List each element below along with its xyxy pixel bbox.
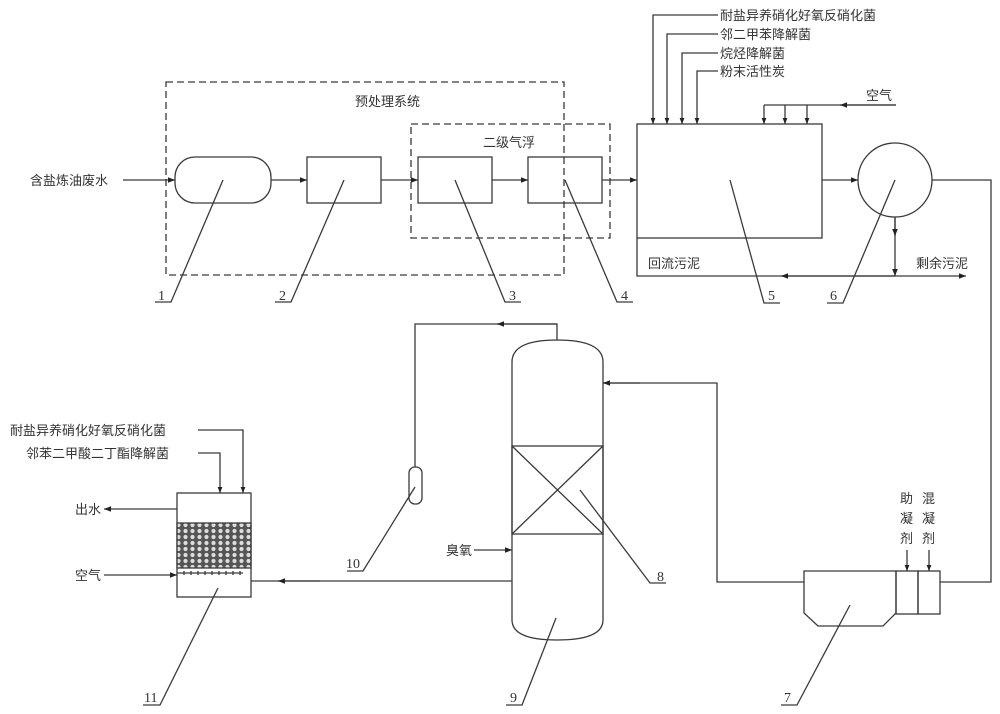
filter-additive-line-2 xyxy=(198,452,223,493)
svg-text:9: 9 xyxy=(510,691,517,706)
callout-1: 1 xyxy=(155,179,224,304)
callout-3: 3 xyxy=(454,179,521,304)
svg-text:8: 8 xyxy=(657,570,664,585)
air-top-label: 空气 xyxy=(866,88,892,104)
svg-text:1: 1 xyxy=(158,289,165,304)
callout-8: 8 xyxy=(579,489,666,585)
filter-media-layer xyxy=(176,522,252,569)
additive-label-2: 邻二甲苯降解菌 xyxy=(720,28,811,43)
callout-6: 6 xyxy=(827,179,896,304)
coagulant-char-3: 剂 xyxy=(922,532,935,547)
coagulant-char-2: 凝 xyxy=(922,511,935,527)
pretreatment-system-label: 预处理系统 xyxy=(355,95,420,110)
callout-7: 7 xyxy=(781,604,851,706)
pretreatment-system-box xyxy=(165,81,565,276)
flotation-box xyxy=(410,123,611,239)
packing-cross-2 xyxy=(511,445,604,535)
callout-11: 11 xyxy=(143,587,219,706)
svg-text:6: 6 xyxy=(830,289,837,304)
additive-line-2 xyxy=(664,33,718,124)
additive-line-3 xyxy=(679,52,718,124)
coagulant-aid-char-1: 助 xyxy=(900,492,913,507)
callout-4: 4 xyxy=(564,179,633,304)
coagulant-aid-char-3: 剂 xyxy=(900,532,913,547)
callout-9: 9 xyxy=(506,617,557,706)
callout-5: 5 xyxy=(729,179,780,304)
unit-9-ozone-tower xyxy=(511,339,604,641)
coagulant-char-1: 混 xyxy=(922,492,935,507)
coagulant-aid-char-2: 凝 xyxy=(900,511,913,527)
air-bottom-label: 空气 xyxy=(75,568,101,584)
svg-text:11: 11 xyxy=(144,691,157,706)
additive-line-4 xyxy=(694,70,718,124)
unit-10-ozone-destructor xyxy=(408,466,423,505)
svg-text:10: 10 xyxy=(346,557,360,572)
svg-text:5: 5 xyxy=(768,289,775,304)
flotation-label: 二级气浮 xyxy=(483,135,535,151)
unit-7-coagulation-tank xyxy=(803,570,897,627)
additive-label-1: 耐盐异养硝化好氧反硝化菌 xyxy=(720,8,876,24)
flow-line-6-7 xyxy=(932,179,992,583)
additive-line-1 xyxy=(650,14,718,124)
unit-8-packing xyxy=(511,445,604,535)
coagulant-aid-chamber xyxy=(895,570,919,615)
influent-label: 含盐炼油废水 xyxy=(30,173,108,189)
diffuser-nozzles xyxy=(183,571,241,575)
return-sludge-label: 回流污泥 xyxy=(648,257,700,272)
svg-text:2: 2 xyxy=(279,289,286,304)
callout-2: 2 xyxy=(275,179,345,304)
filter-additive-label-1: 耐盐异养硝化好氧反硝化菌 xyxy=(10,423,166,439)
offgas-line xyxy=(414,323,558,467)
svg-text:7: 7 xyxy=(784,691,791,706)
filter-additive-line-1 xyxy=(198,429,246,493)
ozone-label: 臭氧 xyxy=(446,544,472,559)
additive-label-4: 粉末活性炭 xyxy=(720,65,785,80)
effluent-label: 出水 xyxy=(75,503,101,518)
additive-label-3: 烷烃降解菌 xyxy=(720,47,785,62)
filter-additive-label-2: 邻苯二甲酸二丁酯降解菌 xyxy=(26,447,169,462)
flow-line-7-9 xyxy=(603,382,804,583)
svg-text:3: 3 xyxy=(509,289,516,304)
coagulant-chamber xyxy=(917,570,941,615)
excess-sludge-label: 剩余污泥 xyxy=(916,256,968,272)
unit-5-bioreactor xyxy=(636,123,823,239)
svg-text:4: 4 xyxy=(621,289,628,304)
callout-10: 10 xyxy=(346,486,416,572)
